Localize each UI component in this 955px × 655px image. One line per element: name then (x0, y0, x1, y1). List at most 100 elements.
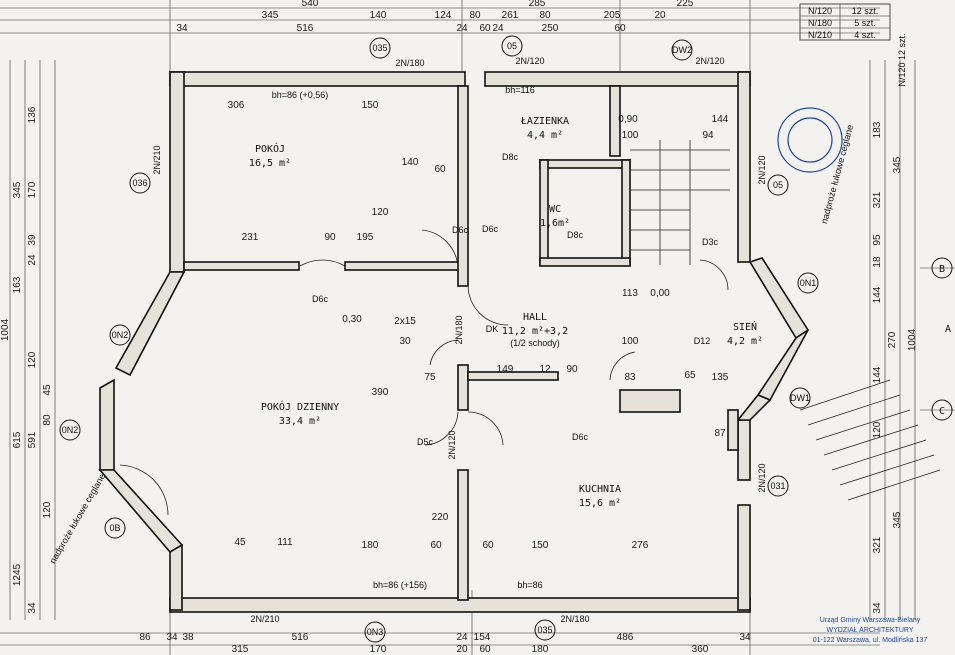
top-dim-3: 516 (297, 23, 314, 34)
room-name: POKÓJ (255, 142, 285, 155)
room-area: 16,5 m² (249, 158, 291, 169)
opening-marker: 0B (109, 523, 120, 533)
inner-dimension: 100 (622, 336, 639, 347)
window-label: 2N/120 (757, 463, 767, 492)
top-dim-2: 205 (604, 10, 621, 21)
left-dim: 39 (27, 234, 38, 246)
sill-height-label: bh=86 (+156) (373, 580, 427, 590)
inner-dimension: 12 (539, 364, 551, 375)
top-dim-2: 20 (654, 10, 666, 21)
bottom-dim-1: 38 (182, 632, 194, 643)
room-area: 4,2 m² (727, 336, 763, 347)
inner-dimension: 60 (430, 540, 442, 551)
approval-stamp (777, 107, 843, 173)
axis-a-label: A (945, 324, 951, 335)
inner-dimension: 0,90 (618, 114, 638, 125)
opening-marker: 0N2 (112, 330, 129, 340)
sill-height-label: bh=86 (517, 580, 542, 590)
inner-dimension: 180 (362, 540, 379, 551)
left-dim: 345 (12, 181, 23, 198)
window-label: 2N/180 (454, 315, 464, 344)
bottom-dim-1: 154 (474, 632, 491, 643)
bottom-dim-2: 315 (232, 644, 249, 655)
staircase (630, 140, 730, 265)
bottom-dim-1: 34 (166, 632, 178, 643)
top-dim-3: 24 (492, 23, 504, 34)
inner-dimension: 0,30 (342, 314, 362, 325)
room-area: 1,6m² (540, 218, 570, 229)
inner-dimension: 113 (622, 288, 638, 299)
right-dim: 144 (872, 286, 883, 303)
table-row-name: N/210 (808, 30, 832, 40)
inner-dimension: 94 (702, 130, 714, 141)
top-dim-3: 60 (614, 23, 626, 34)
stamp-text: 01-122 Warszawa, ul. Modlińska 137 (813, 637, 928, 644)
bottom-dim-2: 360 (692, 644, 709, 655)
door-label: D8c (567, 230, 584, 240)
window-label: 2N/210 (152, 145, 162, 174)
left-dim: 1004 (0, 318, 11, 341)
left-dim: 34 (27, 602, 38, 614)
top-dim-2: 80 (469, 10, 481, 21)
inner-dimension: 2x15 (394, 316, 416, 327)
inner-dimension: 390 (372, 387, 389, 398)
room-area: 15,6 m² (579, 498, 621, 509)
inner-dimension: 100 (622, 130, 639, 141)
table-row-name: N/180 (808, 18, 832, 28)
top-dim-1: 225 (677, 0, 694, 9)
bottom-dim-1: 86 (139, 632, 151, 643)
window-count-table (799, 3, 891, 41)
left-dim: 120 (27, 351, 38, 368)
window-label: 2N/210 (250, 614, 279, 624)
inner-dimension: 135 (712, 372, 729, 383)
bottom-dim-1: 24 (456, 632, 468, 643)
window-label: 2N/120 (515, 56, 544, 66)
top-dim-3: 24 (456, 23, 468, 34)
opening-marker: DW1 (790, 393, 810, 403)
inner-dimension: 111 (277, 537, 293, 548)
left-dim: 1245 (12, 563, 23, 586)
inner-dimension: 276 (632, 540, 649, 551)
inner-dimension: 150 (532, 540, 549, 551)
inner-dimension: 75 (424, 372, 436, 383)
left-dim: 136 (27, 106, 38, 123)
top-dimension-lines (0, 0, 880, 80)
room-name: HALL (523, 312, 547, 323)
left-dim: 170 (27, 181, 38, 198)
right-dimension-lines (869, 60, 955, 620)
bottom-dim-1: 516 (292, 632, 309, 643)
inner-dimension: 220 (432, 512, 449, 523)
table-row-count: 4 szt. (854, 30, 876, 40)
right-dim: 345 (892, 511, 903, 528)
top-dim-1: 540 (302, 0, 319, 9)
inner-dimension: 45 (234, 537, 246, 548)
entrance-steps (799, 379, 941, 501)
inner-dimension: 87 (714, 428, 726, 439)
room-name: KUCHNIA (579, 484, 621, 495)
room-area: 33,4 m² (279, 416, 321, 427)
opening-marker: 036 (132, 178, 147, 188)
axis-c-label: C (939, 406, 945, 417)
table-row-count: 12 szt. (852, 6, 879, 16)
inner-dimension: 195 (357, 232, 374, 243)
opening-marker: 05 (773, 180, 783, 190)
bottom-dim-2: 20 (456, 644, 468, 655)
bottom-dim-1: 34 (739, 632, 751, 643)
left-dim: 163 (12, 276, 23, 293)
bottom-dim-2: 180 (532, 644, 549, 655)
door-label: D6c (572, 432, 589, 442)
room-note: (1/2 schody) (510, 338, 560, 348)
top-dim-1: 285 (529, 0, 546, 9)
door-label: D3c (702, 237, 719, 247)
right-dim: 34 (872, 602, 883, 614)
door-label: D8c (502, 152, 519, 162)
opening-marker: 0N1 (800, 278, 817, 288)
opening-marker: 0N2 (62, 425, 79, 435)
inner-dimension: 140 (402, 157, 419, 168)
top-dim-2: 261 (502, 10, 519, 21)
opening-marker: DW2 (672, 45, 692, 55)
inner-dimension: 306 (228, 100, 245, 111)
inner-dimension: 90 (324, 232, 336, 243)
sill-height-label: bh=86 (+0,56) (272, 90, 329, 100)
